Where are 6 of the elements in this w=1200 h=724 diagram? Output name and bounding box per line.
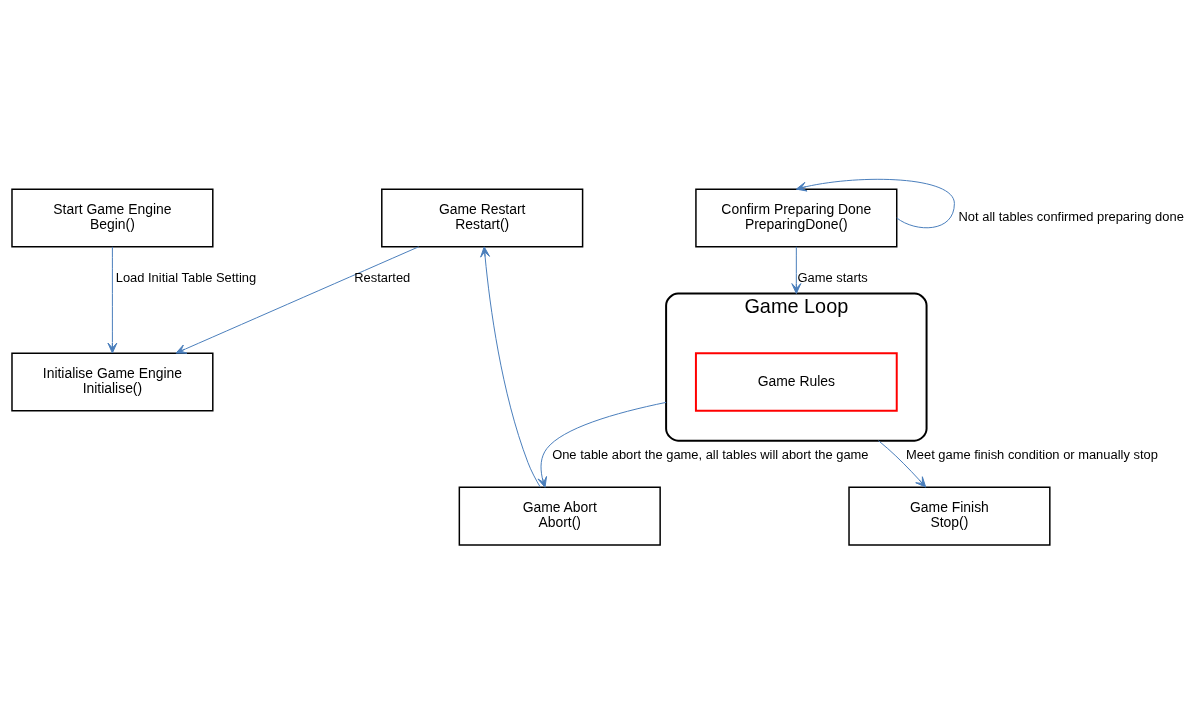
edge-label: Not all tables confirmed preparing done [958,209,1184,225]
edge-label: One table abort the game, all tables will abort the game [552,446,869,462]
edge-label: Meet game finish condition or manually stop [906,446,1158,462]
edge-label: Restarted [354,269,411,285]
edge-label: Load Initial Table Setting [115,269,257,285]
edge-label: Game starts [797,269,868,285]
